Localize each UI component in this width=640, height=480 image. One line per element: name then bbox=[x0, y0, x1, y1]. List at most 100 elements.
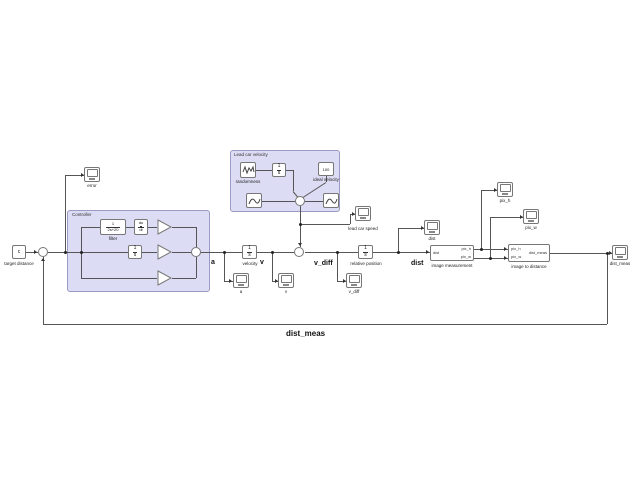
wire[interactable] bbox=[65, 175, 66, 252]
arrowhead bbox=[494, 188, 497, 192]
wire[interactable] bbox=[196, 227, 197, 247]
signal-source-left[interactable] bbox=[246, 193, 262, 208]
wire[interactable] bbox=[172, 227, 196, 228]
port-out-label: dist_meas bbox=[528, 250, 547, 255]
wire[interactable] bbox=[337, 252, 338, 281]
sum-error[interactable] bbox=[38, 247, 48, 257]
block-label-image-measurement: image measurement bbox=[431, 263, 473, 268]
wire[interactable] bbox=[481, 190, 482, 249]
wire[interactable] bbox=[398, 228, 424, 229]
port-in-label: pix_h bbox=[511, 246, 521, 251]
signal-label-v[interactable]: v bbox=[260, 259, 264, 266]
scope-label-v: v bbox=[284, 289, 288, 294]
gain-integral[interactable] bbox=[157, 244, 172, 260]
integrator-velocity[interactable]: 1 s bbox=[242, 245, 257, 259]
wire[interactable] bbox=[481, 190, 497, 191]
wire[interactable] bbox=[305, 252, 358, 253]
constant-ideal-velocity[interactable]: 100 bbox=[318, 162, 334, 176]
transfer-fcn-expression: 1 2s+20 bbox=[106, 220, 120, 232]
wire[interactable] bbox=[300, 224, 350, 225]
arrowhead bbox=[34, 250, 37, 254]
wire[interactable] bbox=[300, 206, 301, 247]
wire[interactable] bbox=[550, 253, 612, 254]
scope-label-error: error bbox=[87, 183, 97, 188]
wire-junction bbox=[64, 251, 67, 254]
scope-dist-meas[interactable] bbox=[612, 245, 628, 260]
wire[interactable] bbox=[148, 227, 157, 228]
transfer-fcn-filter[interactable]: 1 2s+20 bbox=[100, 219, 126, 235]
wire[interactable] bbox=[65, 175, 84, 176]
sum-velocity-diff[interactable] bbox=[294, 247, 304, 257]
scope-screen-icon bbox=[500, 184, 511, 192]
scope-label-dist: dist bbox=[428, 236, 436, 241]
wire[interactable] bbox=[224, 281, 233, 282]
wire[interactable] bbox=[293, 170, 294, 191]
constant-value: c bbox=[17, 248, 21, 255]
gain-derivative[interactable] bbox=[157, 219, 172, 235]
scope-pix-h[interactable] bbox=[497, 182, 513, 197]
signal-source-right[interactable] bbox=[323, 193, 339, 208]
wire[interactable] bbox=[262, 201, 295, 202]
integrator-relative-position[interactable]: 1 s bbox=[358, 245, 373, 259]
integrator-lead-velocity[interactable]: 1 s bbox=[272, 163, 286, 177]
scope-screen-icon bbox=[427, 222, 438, 230]
scope-dist[interactable] bbox=[424, 220, 440, 235]
signal-label-v-diff[interactable]: v_diff bbox=[314, 260, 333, 267]
wire[interactable] bbox=[286, 170, 293, 171]
sum-lead-velocity[interactable] bbox=[295, 196, 305, 206]
wire[interactable] bbox=[172, 278, 196, 279]
constant-target-distance[interactable]: c bbox=[12, 245, 26, 259]
wire[interactable] bbox=[26, 252, 38, 253]
integrator-block[interactable]: 1 s bbox=[128, 245, 142, 259]
gain-proportional[interactable] bbox=[157, 270, 172, 286]
arrowhead bbox=[352, 212, 355, 216]
wire[interactable] bbox=[373, 252, 430, 253]
wire-junction bbox=[299, 223, 302, 226]
scope-a[interactable] bbox=[233, 273, 249, 288]
wire[interactable] bbox=[256, 170, 272, 171]
scope-base-icon bbox=[351, 284, 357, 286]
wire-junction bbox=[606, 252, 609, 255]
wire[interactable] bbox=[326, 176, 327, 182]
sum-controller-output[interactable] bbox=[191, 247, 201, 257]
wire[interactable] bbox=[305, 201, 323, 202]
wire[interactable] bbox=[490, 217, 491, 258]
wire[interactable] bbox=[474, 249, 508, 250]
scope-lead-car-speed[interactable] bbox=[355, 206, 371, 221]
subsystem-lead-car-velocity-title: Lead car velocity bbox=[234, 152, 268, 157]
wire[interactable] bbox=[272, 252, 273, 281]
wire[interactable] bbox=[81, 227, 100, 228]
wire-feedback[interactable] bbox=[43, 257, 44, 324]
wire-feedback[interactable] bbox=[43, 324, 607, 325]
subsystem-image-to-distance[interactable]: pix_h pix_w dist_meas bbox=[508, 244, 550, 262]
wire[interactable] bbox=[196, 257, 197, 278]
scope-error[interactable] bbox=[84, 167, 100, 182]
wire[interactable] bbox=[257, 252, 294, 253]
scope-base-icon bbox=[617, 256, 623, 258]
wire[interactable] bbox=[490, 217, 523, 218]
noise-source-randomness[interactable] bbox=[240, 162, 256, 178]
scope-v[interactable] bbox=[278, 273, 294, 288]
wire[interactable] bbox=[607, 253, 608, 324]
wire[interactable] bbox=[201, 252, 242, 253]
wire[interactable] bbox=[142, 252, 157, 253]
signal-label-dist-meas[interactable]: dist_meas bbox=[286, 329, 326, 338]
scope-label-pix-h: pix_h bbox=[499, 198, 511, 203]
wire[interactable] bbox=[398, 228, 399, 252]
scope-v-diff[interactable] bbox=[346, 273, 362, 288]
derivative-expression: du dt bbox=[138, 220, 144, 232]
wire[interactable] bbox=[126, 227, 134, 228]
wire[interactable] bbox=[337, 281, 346, 282]
wire[interactable] bbox=[81, 278, 157, 279]
derivative-block[interactable]: du dt bbox=[134, 219, 148, 235]
signal-label-a[interactable]: a bbox=[211, 259, 215, 266]
signal-label-dist[interactable]: dist bbox=[411, 260, 424, 267]
scope-pix-w[interactable] bbox=[523, 209, 539, 224]
wire[interactable] bbox=[172, 252, 191, 253]
wire[interactable] bbox=[224, 252, 225, 281]
subsystem-image-measurement[interactable]: dist pix_h pix_w bbox=[430, 245, 474, 261]
wire-junction bbox=[223, 251, 226, 254]
wire[interactable] bbox=[350, 214, 351, 224]
wire[interactable] bbox=[48, 252, 128, 253]
arrowhead bbox=[504, 247, 507, 251]
